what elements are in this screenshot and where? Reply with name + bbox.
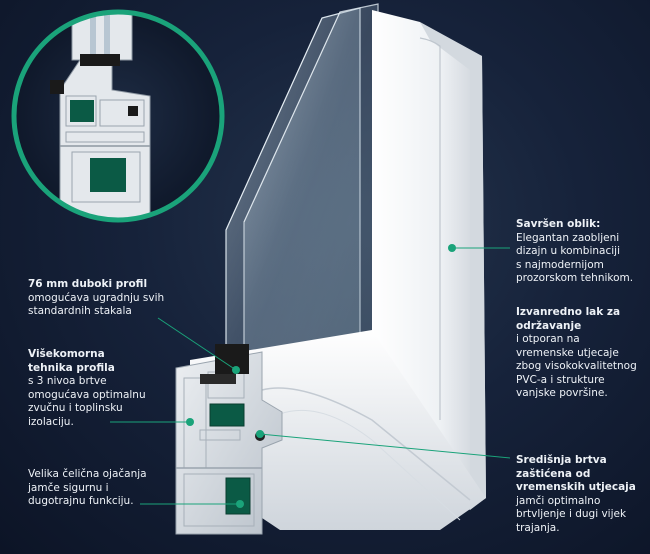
callout-shape: Savršen oblik: Elegantan zaobljeni dizaj… [516, 218, 646, 286]
callout-profile-depth-title: 76 mm duboki profil [28, 278, 148, 290]
glass-panes [225, 3, 379, 373]
callout-steel-reinforcement: Velika čelična ojačanja jamče sigurnu i … [28, 468, 208, 509]
dot-shape [448, 244, 456, 252]
callout-gasket-text: jamči optimalno brtvljenje i dugi vijek … [516, 494, 627, 534]
steel-reinforcement-upper [209, 403, 245, 427]
callout-steel-text: Velika čelična ojačanja jamče sigurnu i … [28, 468, 147, 507]
callout-profile-depth-text: omogućava ugradnju svih standardnih stak… [28, 291, 165, 318]
callout-multichamber: Višekomorna tehnika profila s 3 nivoa br… [28, 348, 188, 429]
steel-reinforcement-lower [225, 477, 251, 515]
magnified-profile-inset [11, 9, 225, 223]
callout-profile-depth: 76 mm duboki profil omogućava ugradnju s… [28, 278, 228, 319]
callout-shape-title: Savršen oblik: [516, 218, 601, 230]
dot-profile-depth [232, 366, 240, 374]
callout-center-gasket: Središnja brtva zaštićena od vremenskih … [516, 454, 646, 535]
callout-finish-text: i otporan na vremenske utjecaje zbog vis… [516, 333, 637, 399]
glazing-gasket [215, 344, 249, 374]
callout-finish-title: Izvanredno lak za održavanje [516, 306, 621, 332]
leader-profile-depth [157, 317, 237, 371]
frame-sill [190, 330, 486, 530]
dot-multichamber [186, 418, 194, 426]
leader-dots [186, 244, 456, 508]
callout-shape-text: Elegantan zaobljeni dizajn u kombinaciji… [516, 231, 634, 285]
dot-steel [236, 500, 244, 508]
leader-gasket [259, 433, 511, 459]
callout-multichamber-title: Višekomorna tehnika profila [28, 348, 115, 374]
dot-gasket [256, 430, 264, 438]
callout-finish: Izvanredno lak za održavanje i otporan n… [516, 306, 648, 401]
callout-multichamber-text: s 3 nivoa brtve omogućava optimalnu zvuč… [28, 375, 146, 428]
leader-lines [110, 247, 511, 505]
callout-gasket-title: Središnja brtva zaštićena od vremenskih … [516, 454, 636, 493]
profile-cross-section [175, 344, 283, 535]
